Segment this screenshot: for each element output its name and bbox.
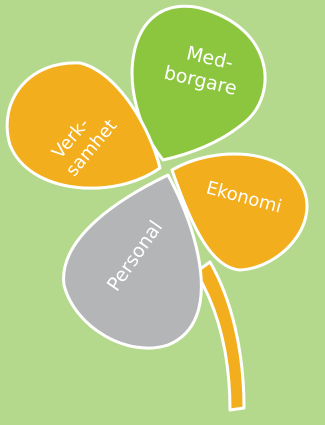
leaf-medborgare[interactable] <box>130 4 267 162</box>
clover-stem <box>194 260 246 412</box>
leaf-personal[interactable] <box>62 173 203 350</box>
leaf-verksamhet[interactable] <box>5 61 162 190</box>
leaf-ekonomi[interactable] <box>170 152 309 272</box>
